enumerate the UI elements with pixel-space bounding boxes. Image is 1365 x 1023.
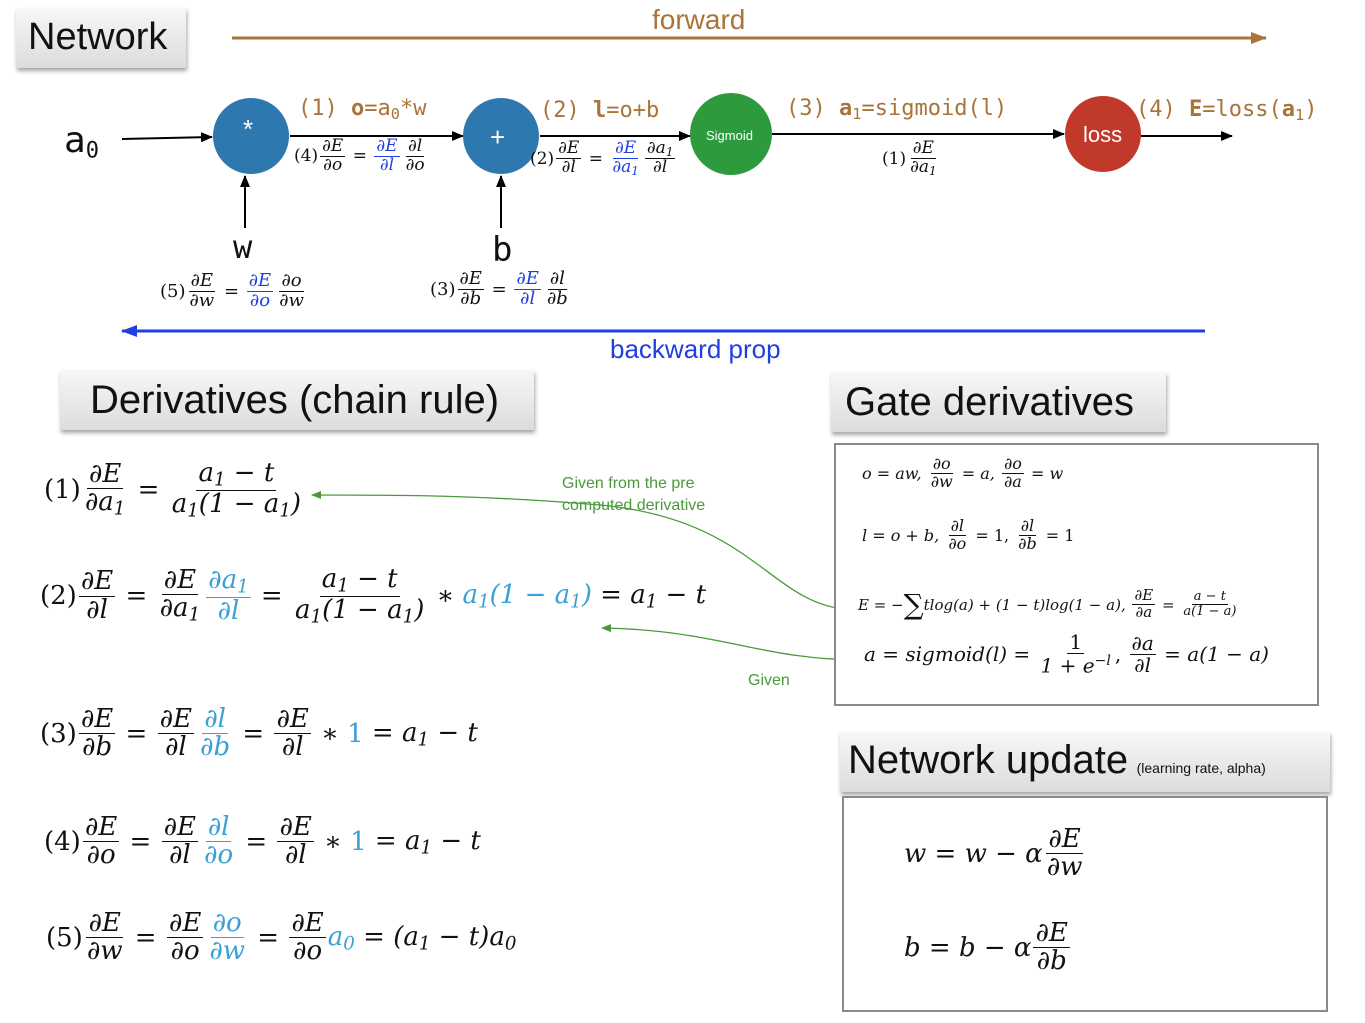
- gate-eq-loss: E = −∑ tlog(a) + (1 − t)log(1 − a), ∂E∂a…: [858, 586, 1237, 621]
- input-b: b: [492, 230, 513, 270]
- update-title: Network update (learning rate, alpha): [840, 732, 1330, 792]
- net-deriv-3: (3) ∂E∂b = ∂E∂l ∂l∂b: [430, 268, 568, 309]
- derivatives-title: Derivatives (chain rule): [60, 370, 534, 430]
- net-deriv-4: (4) ∂E∂o = ∂E∂l ∂l∂o: [294, 136, 425, 175]
- step-4: (4) E=loss(a1): [1136, 97, 1318, 124]
- gate-eq-mul: o = aw, ∂o∂w = a, ∂o∂a = w: [862, 454, 1064, 491]
- gate-eq-add: l = o + b, ∂l∂o = 1, ∂l∂b = 1: [862, 516, 1075, 553]
- forward-label: forward: [652, 4, 746, 35]
- sigmoid-node: [690, 93, 772, 175]
- gate-derivatives-box: [834, 443, 1319, 706]
- step-3: (3) a1=sigmoid(l): [786, 96, 1008, 123]
- chain-eq-3: (3) ∂E∂b = ∂E∂l ∂l∂b = ∂E∂l ∗ 1 = a1 − t: [40, 704, 478, 763]
- net-deriv-5: (5) ∂E∂w = ∂E∂o ∂o∂w: [160, 270, 304, 311]
- network-diagram: [121, 32, 1267, 337]
- net-deriv-1: (1) ∂E∂a1: [882, 138, 937, 178]
- step-1: (1) o=a0*w: [298, 96, 427, 123]
- input-a0: a0: [64, 120, 99, 164]
- loss-node: [1065, 96, 1141, 172]
- sigmoid-node-label: Sigmoid: [706, 128, 753, 143]
- update-box: [842, 796, 1328, 1012]
- step-2: (2) l=o+b: [540, 98, 660, 123]
- chain-eq-4: (4) ∂E∂o = ∂E∂l ∂l∂o = ∂E∂l ∗ 1 = a1 − t: [44, 812, 481, 871]
- callout-given: Given: [748, 672, 790, 689]
- backward-label: backward prop: [610, 334, 781, 364]
- chain-eq-5: (5) ∂E∂w = ∂E∂o ∂o∂w = ∂E∂o a0 = (a1 − t…: [46, 908, 517, 967]
- loss-node-label: loss: [1083, 122, 1123, 147]
- callout-given-pre: Given from the pre computed derivative: [562, 475, 706, 514]
- network-title: Network: [16, 8, 186, 68]
- update-eq-b: b = b − α ∂E∂b: [904, 918, 1070, 977]
- mul-node: [213, 98, 289, 174]
- mul-node-label: *: [243, 114, 254, 144]
- add-node-label: +: [490, 122, 506, 152]
- update-eq-w: w = w − α ∂E∂w: [904, 824, 1083, 883]
- net-deriv-2: (2) ∂E∂l = ∂E∂a1 ∂a1∂l: [530, 138, 676, 178]
- gate-title: Gate derivatives: [831, 372, 1166, 432]
- input-w: w: [233, 228, 253, 266]
- add-node: [463, 98, 539, 174]
